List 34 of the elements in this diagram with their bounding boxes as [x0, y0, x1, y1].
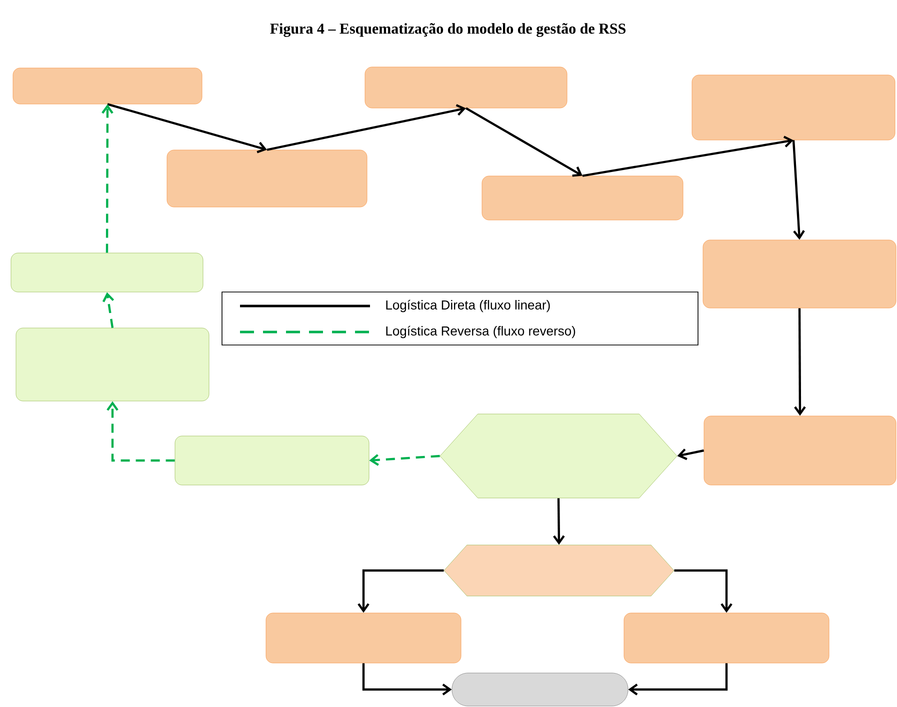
process-box	[364, 66, 568, 108]
arrow	[677, 448, 704, 460]
arrow	[358, 569, 444, 613]
arrow	[107, 103, 267, 154]
legend-text: Logística Direta (fluxo linear)	[386, 300, 550, 312]
terminal-pill	[452, 672, 628, 706]
process-box	[702, 240, 896, 308]
arrow	[582, 136, 794, 177]
arrow	[102, 292, 114, 328]
arrow	[794, 308, 806, 416]
hexagon-shape	[440, 414, 678, 498]
process-box	[174, 436, 370, 486]
process-box	[166, 150, 368, 208]
arrow	[674, 569, 732, 613]
legend-text: Logística Reversa (fluxo reverso)	[386, 326, 576, 338]
arrow	[102, 104, 114, 253]
process-box	[692, 74, 896, 140]
process-box	[10, 252, 204, 292]
process-box	[624, 612, 830, 664]
arrow	[465, 107, 582, 177]
arrow	[106, 401, 175, 462]
process-box	[16, 328, 210, 402]
process-box	[482, 176, 684, 220]
process-box	[704, 416, 896, 486]
process-box	[266, 612, 462, 664]
arrow	[792, 140, 805, 240]
arrow	[369, 454, 440, 466]
hexagon-shape	[444, 544, 674, 596]
arrow	[553, 498, 565, 545]
figure-title: Figura 4 – Esquematização do modelo de gestão de RSS	[270, 23, 626, 37]
arrow	[628, 663, 728, 696]
process-box	[12, 68, 202, 104]
arrow	[266, 104, 466, 151]
arrow	[362, 663, 452, 696]
